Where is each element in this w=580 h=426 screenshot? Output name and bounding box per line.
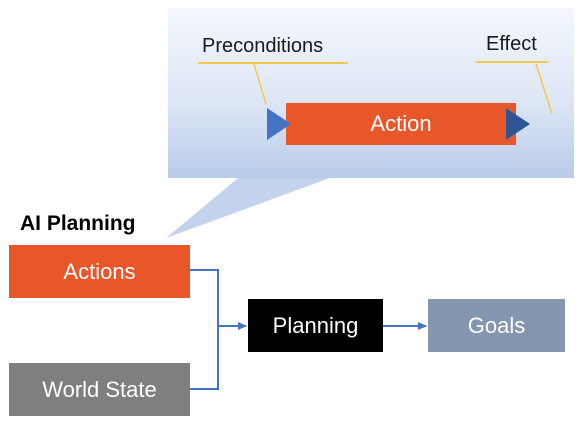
action-box: Action (286, 103, 516, 145)
action-label: Action (370, 111, 432, 136)
actions-node: Actions (9, 245, 190, 298)
planning-node-label: Planning (272, 312, 359, 338)
effect-underline (476, 61, 548, 63)
effect-label: Effect (486, 33, 537, 55)
world-state-node: World State (9, 363, 190, 416)
actions-connector (190, 269, 219, 326)
actions-node-label: Actions (63, 258, 136, 284)
world-state-node-label: World State (42, 376, 157, 402)
action-callout (168, 8, 574, 178)
goals-node: Goals (428, 299, 565, 352)
diagram-title: AI Planning (20, 212, 136, 235)
goals-node-label: Goals (467, 312, 526, 338)
world-state-connector (190, 326, 219, 390)
preconditions-label: Preconditions (202, 35, 324, 57)
preconditions-underline (198, 62, 348, 64)
planning-node: Planning (248, 299, 383, 352)
